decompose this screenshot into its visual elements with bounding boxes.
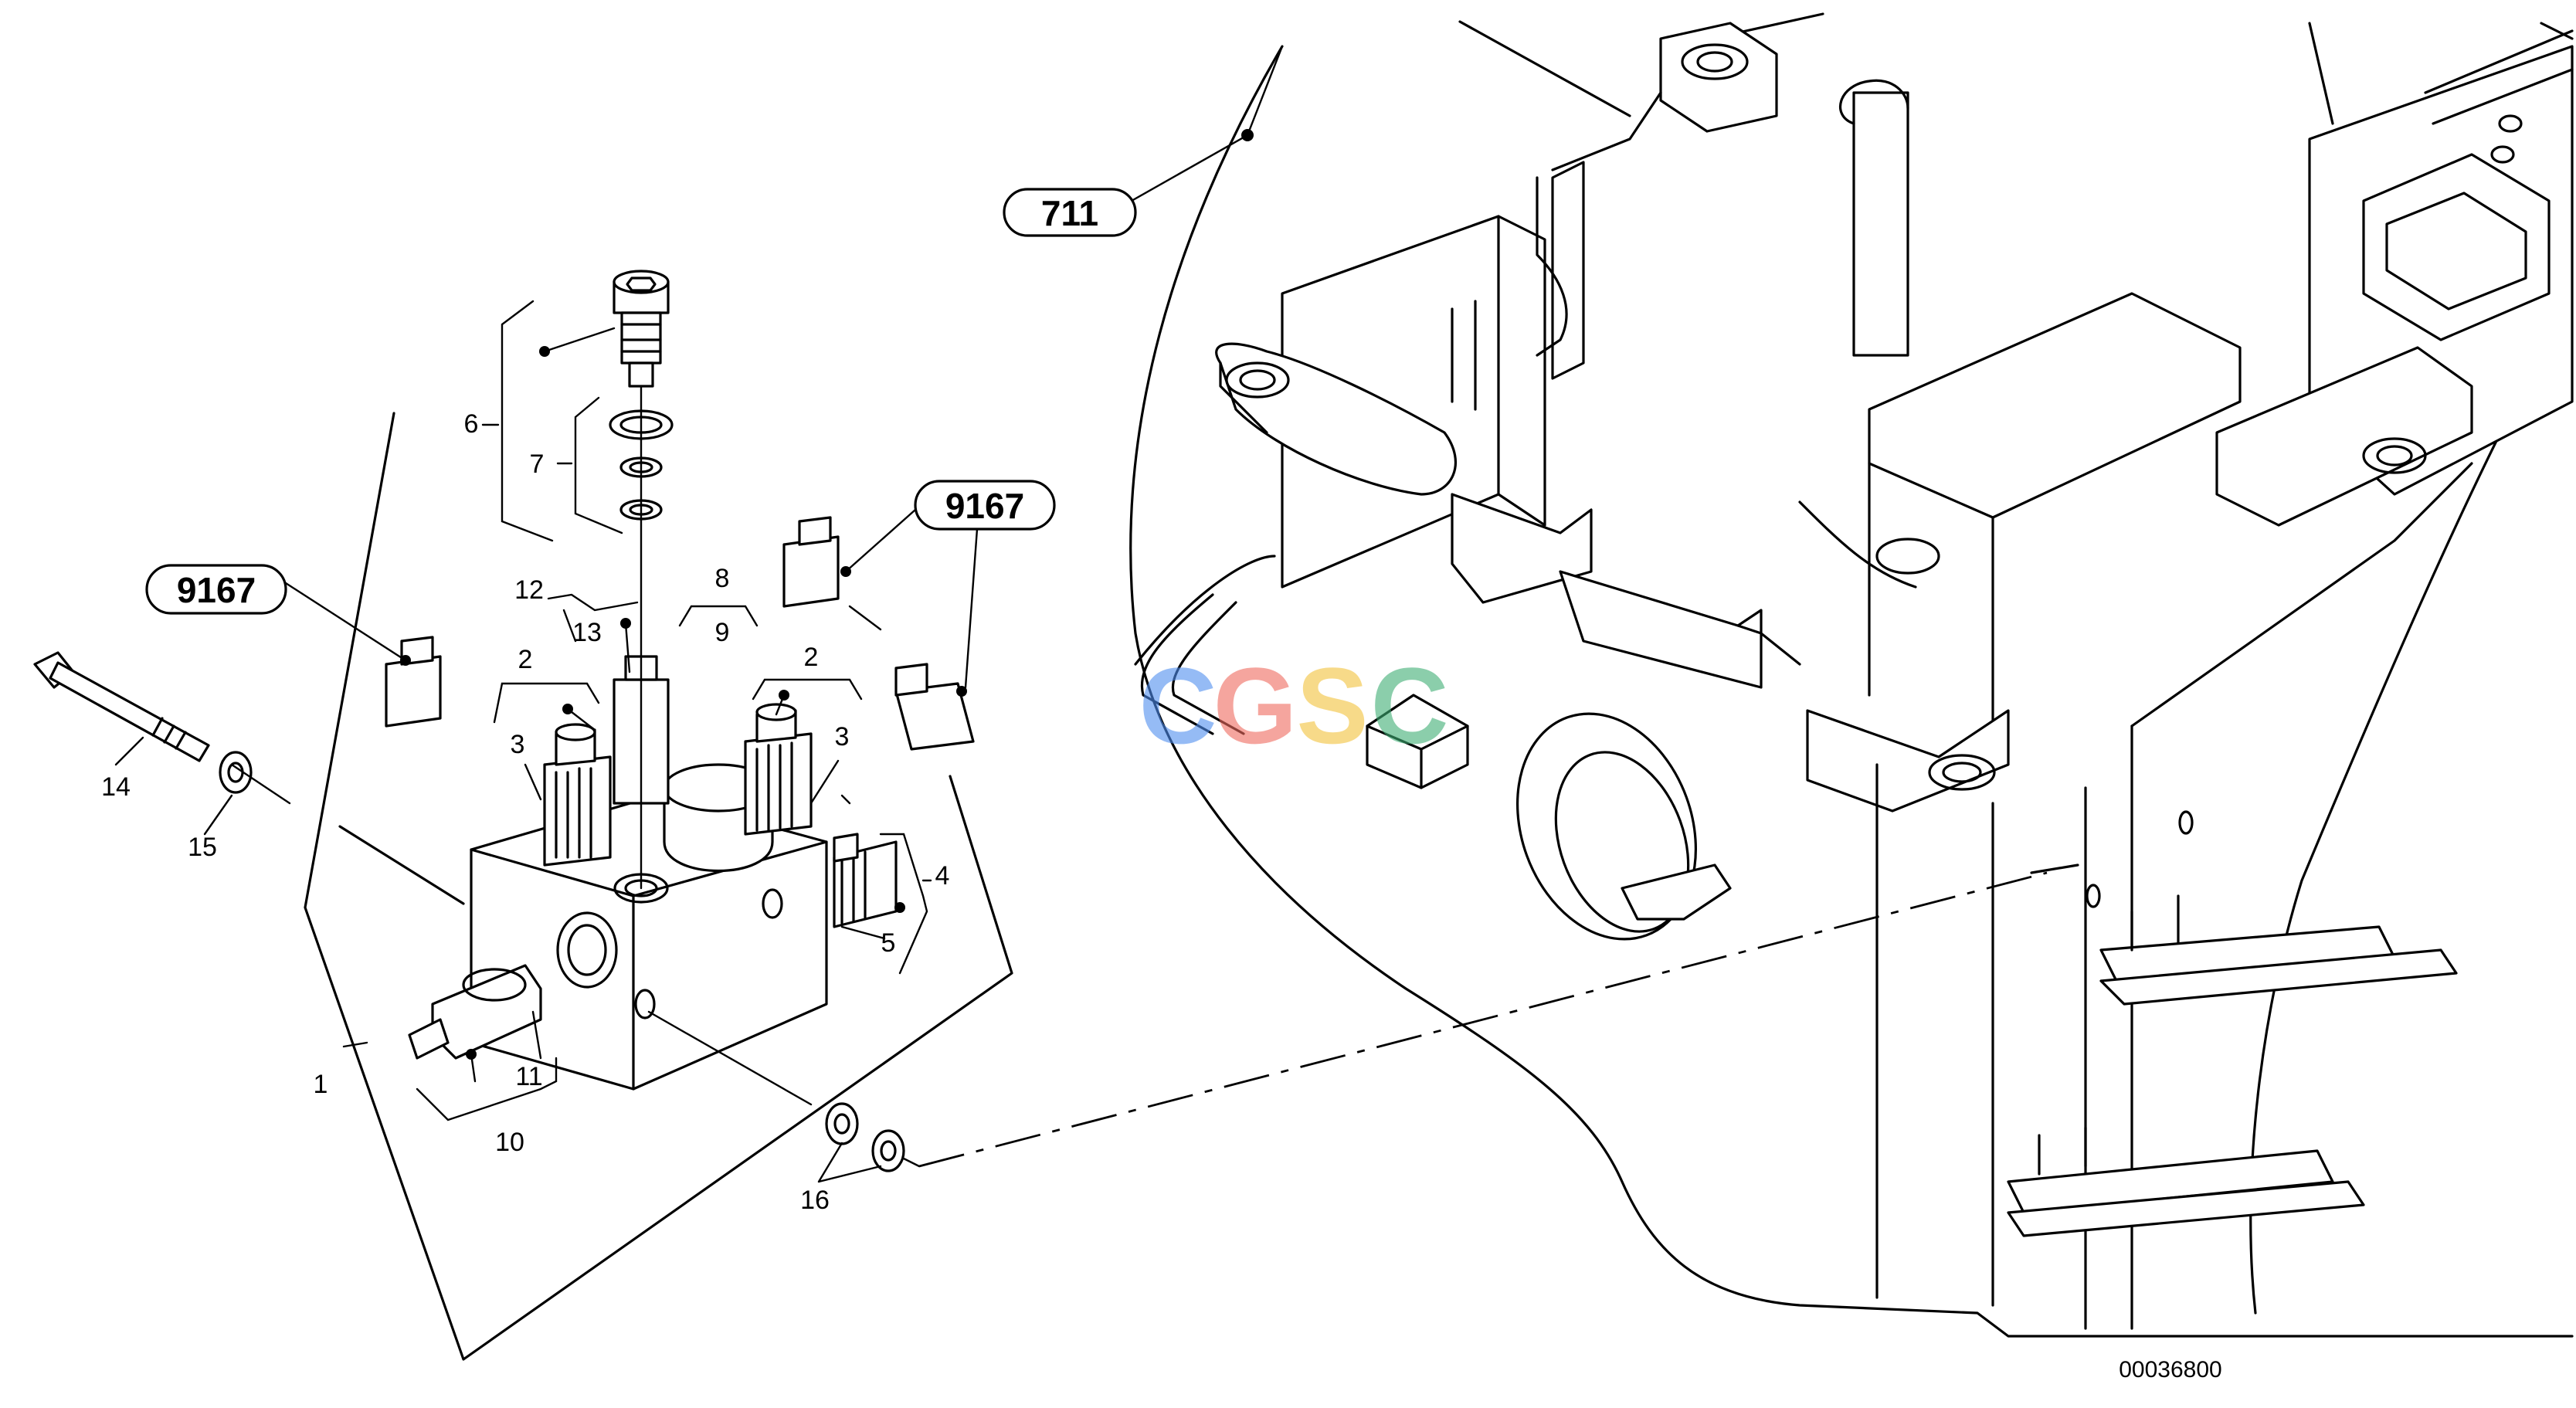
reference-9167-right-label: 9167 (945, 486, 1024, 526)
reference-9167-right: 9167 (914, 480, 1056, 531)
callout-2-right: 2 (804, 643, 819, 672)
callout-11: 11 (515, 1062, 542, 1091)
reference-9167-left: 9167 (145, 564, 287, 615)
callout-15: 15 (188, 833, 217, 862)
reference-711: 711 (1003, 188, 1137, 237)
watermark-letter-1: C (1139, 645, 1217, 766)
watermark: C G S C (1139, 645, 1448, 766)
callout-14: 14 (101, 772, 131, 802)
machine-frame (1129, 12, 2574, 1338)
callout-8: 8 (715, 564, 730, 593)
reference-711-label: 711 (1041, 193, 1098, 233)
reference-9167-left-label: 9167 (177, 570, 256, 610)
callout-1: 1 (314, 1070, 328, 1099)
watermark-letter-4: C (1370, 645, 1448, 766)
callout-12: 12 (514, 575, 544, 605)
callout-16: 16 (800, 1186, 830, 1215)
callout-7: 7 (530, 450, 545, 479)
callout-4: 4 (935, 861, 950, 891)
callout-6: 6 (464, 409, 479, 439)
callout-13: 13 (572, 618, 602, 647)
callout-5: 5 (881, 928, 896, 958)
watermark-letter-2: G (1213, 645, 1298, 766)
callout-numbers: 6 7 12 13 8 9 2 2 3 3 4 5 1 11 10 14 15 … (101, 409, 949, 1215)
watermark-letter-3: S (1296, 645, 1368, 766)
callout-2-left: 2 (518, 645, 533, 674)
callout-3-left: 3 (511, 730, 525, 759)
callout-10: 10 (495, 1128, 524, 1157)
callout-9: 9 (715, 618, 730, 647)
callout-3-right: 3 (835, 722, 850, 751)
valve-block (33, 270, 2048, 1361)
document-number: 00036800 (2119, 1357, 2221, 1383)
callout-leaders (114, 45, 1284, 1183)
